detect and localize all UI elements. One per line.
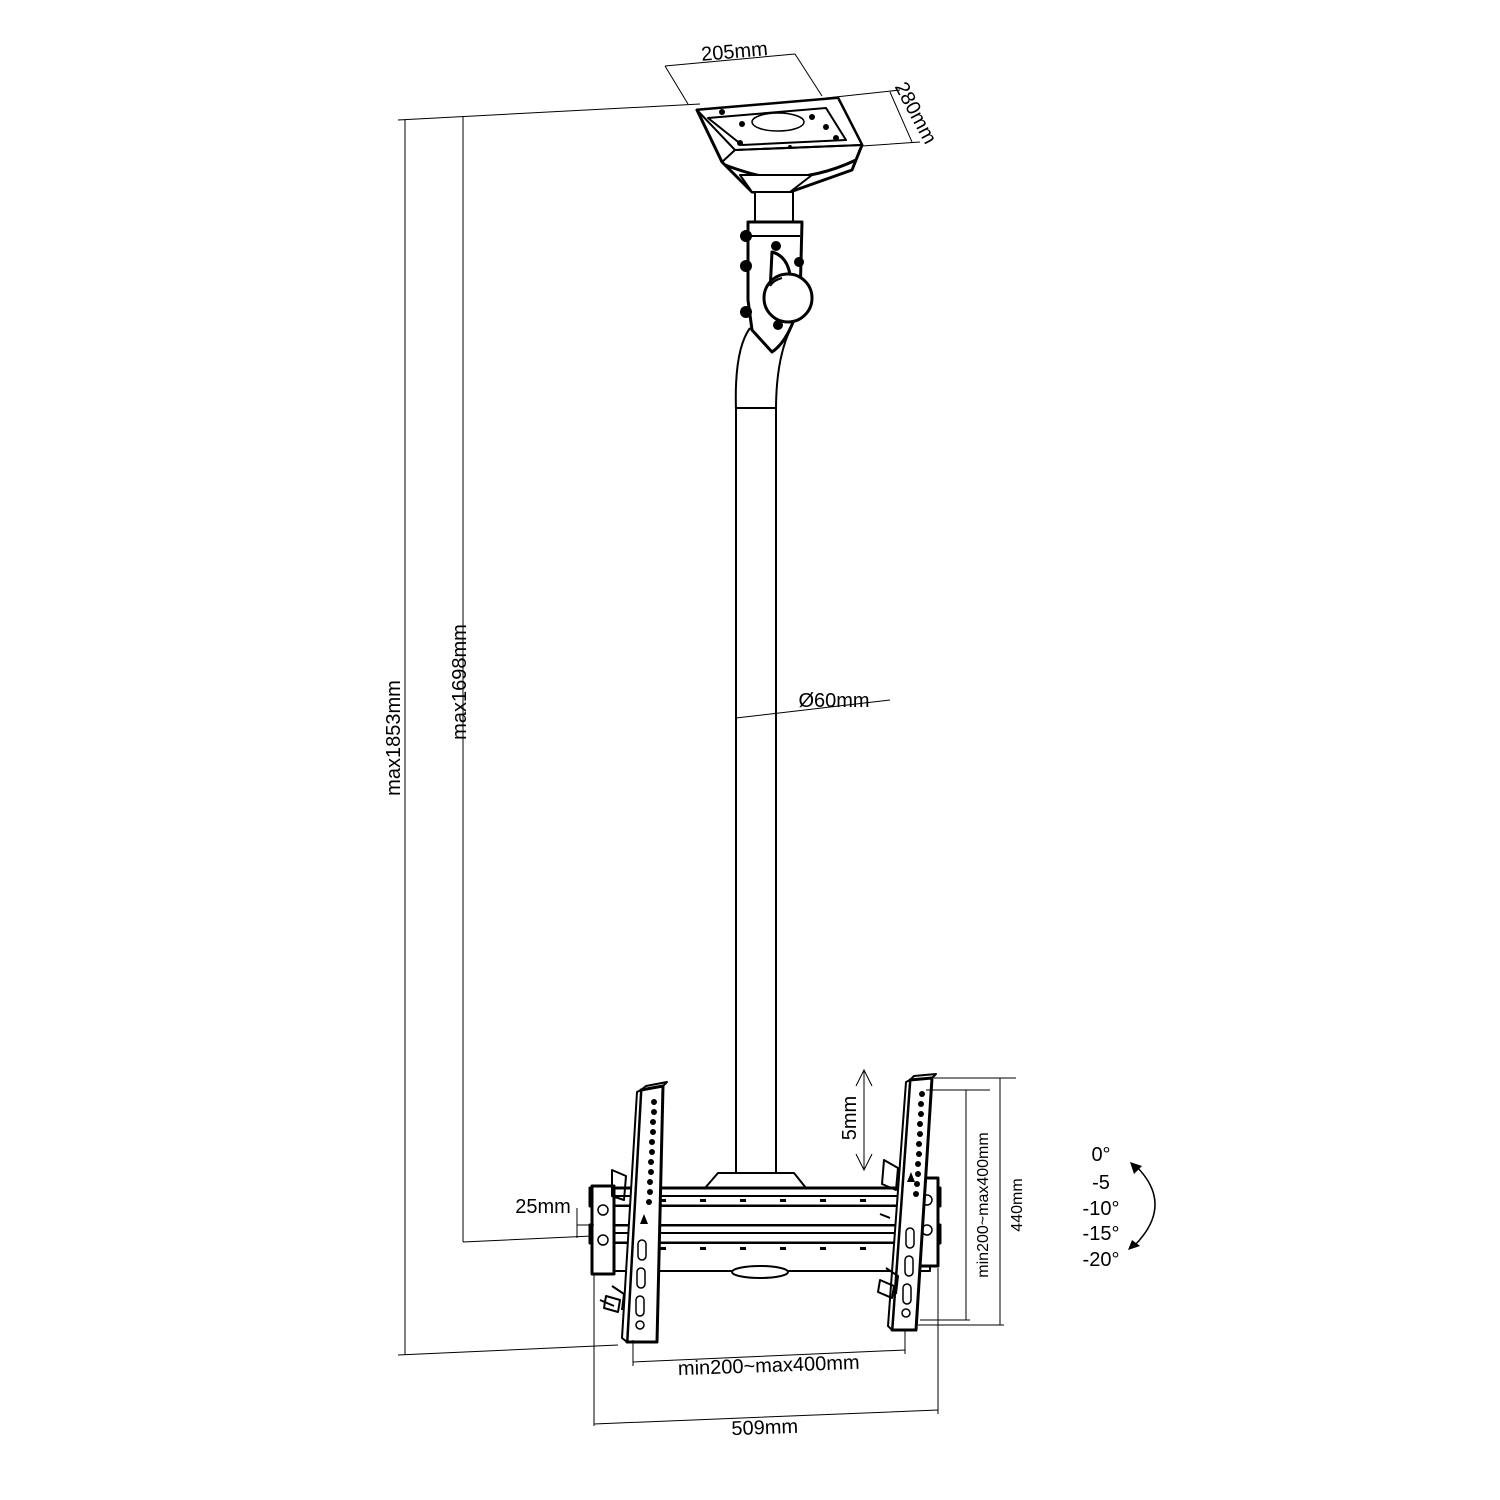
vesa-horizontal-label: min200~max400mm xyxy=(678,1352,860,1380)
tilt-angle-list: 0° -5 -10° -15° -20° xyxy=(1083,1144,1120,1271)
plate-width-label: 205mm xyxy=(700,38,768,66)
ceiling-plate xyxy=(695,96,864,194)
pole-diameter-label: Ø60mm xyxy=(798,690,869,712)
tilt-angle-15: -15° xyxy=(1083,1223,1120,1245)
dimension-lines xyxy=(397,53,1016,1426)
total-width-label: 509mm xyxy=(731,1416,798,1440)
tilt-angle-20: -20° xyxy=(1083,1249,1120,1271)
tilt-angle-10: -10° xyxy=(1083,1198,1120,1220)
tilt-angle-5: -5 xyxy=(1092,1172,1110,1194)
tv-bracket xyxy=(588,1073,942,1344)
bracket-height-label: 440mm xyxy=(1009,1178,1026,1231)
pole-height-label: max1698mm xyxy=(449,624,471,740)
tilt-step-label: 5mm xyxy=(839,1096,861,1140)
plate-depth-label: 280mm xyxy=(890,79,941,148)
pole xyxy=(734,327,791,1180)
vesa-vertical-label: min200~max400mm xyxy=(975,1132,992,1277)
tilt-angle-0: 0° xyxy=(1091,1144,1110,1166)
total-height-label: max1853mm xyxy=(383,680,405,796)
pole-coupling xyxy=(740,191,814,354)
wall-gap-label: 25mm xyxy=(515,1196,571,1218)
tilt-arc-icon xyxy=(1128,1162,1156,1250)
